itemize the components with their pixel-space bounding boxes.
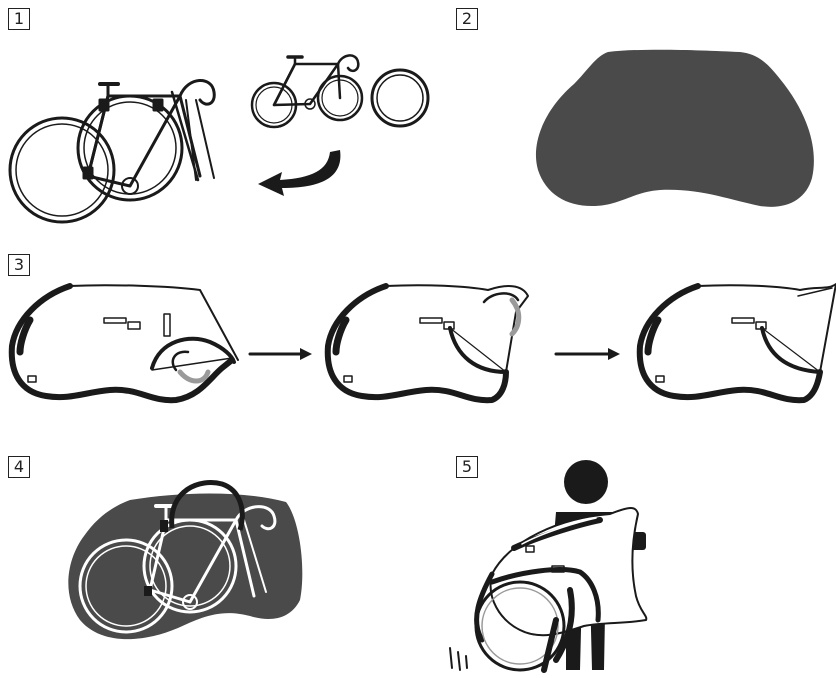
step-3-illustration [12, 284, 836, 400]
bike-bag-icon [536, 50, 814, 207]
right-arrow-icon [556, 348, 620, 360]
right-arrow-icon [250, 348, 312, 360]
bike-bag-icon [12, 285, 238, 400]
step-5-illustration [450, 460, 646, 670]
bike-bag-icon [328, 285, 528, 400]
bike-bag-icon [68, 494, 302, 640]
step-1-illustration [10, 55, 428, 222]
wheel-icon [372, 70, 428, 126]
bicycle-icon [252, 55, 362, 127]
curved-arrow-icon [258, 150, 340, 196]
step-4-illustration [68, 483, 302, 640]
bicycle-icon [10, 80, 214, 222]
bike-bag-icon [640, 284, 836, 400]
